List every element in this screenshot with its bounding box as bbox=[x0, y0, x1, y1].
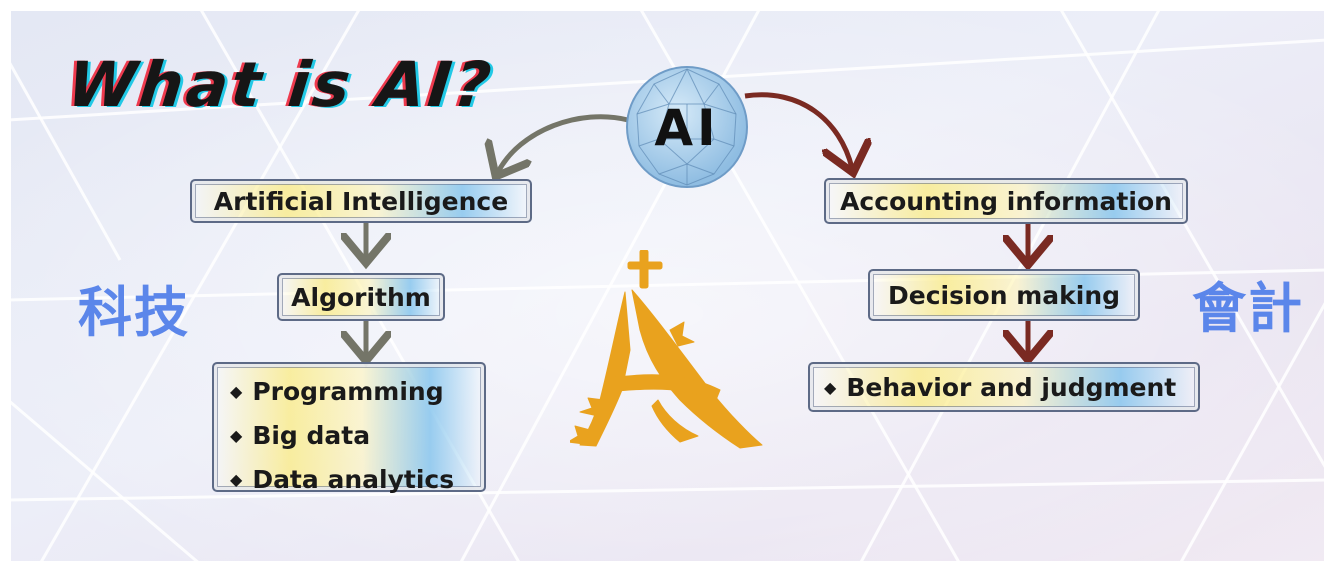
ai-node-label: AI bbox=[654, 99, 719, 157]
left-side-label: 科技 bbox=[78, 281, 190, 344]
list-item-label: Data analytics bbox=[252, 465, 455, 494]
list-item-label: Behavior and judgment bbox=[846, 372, 1177, 402]
diamond-bullet-icon: ◆ bbox=[230, 470, 243, 489]
node-behavior-list: ◆ Behavior and judgment bbox=[808, 362, 1200, 412]
list-item: ◆ Big data bbox=[230, 414, 474, 458]
diamond-bullet-icon: ◆ bbox=[230, 426, 243, 445]
right-side-label: 會計 bbox=[1192, 277, 1304, 340]
ai-globe-icon: AI bbox=[626, 66, 748, 188]
list-item-label: Programming bbox=[252, 377, 444, 406]
list-item-label: Big data bbox=[252, 421, 371, 450]
node-decision-making: Decision making bbox=[868, 269, 1140, 321]
diamond-bullet-icon: ◆ bbox=[230, 382, 243, 401]
list-item: ◆ Data analytics bbox=[230, 458, 474, 502]
node-accounting-information: Accounting information bbox=[824, 178, 1188, 224]
diamond-bullet-icon: ◆ bbox=[824, 377, 837, 397]
node-artificial-intelligence: Artificial Intelligence bbox=[190, 179, 532, 223]
a-mascot-logo bbox=[570, 250, 763, 449]
arrow-ai-to-accounting-information bbox=[744, 92, 852, 168]
node-tech-list: ◆ Programming ◆ Big data ◆ Data analytic… bbox=[212, 362, 486, 494]
arrow-ai-to-artificial-intelligence bbox=[498, 114, 629, 172]
node-algorithm: Algorithm bbox=[277, 273, 445, 321]
page-title: What is AI? bbox=[64, 48, 498, 121]
list-item: ◆ Programming bbox=[230, 370, 474, 414]
